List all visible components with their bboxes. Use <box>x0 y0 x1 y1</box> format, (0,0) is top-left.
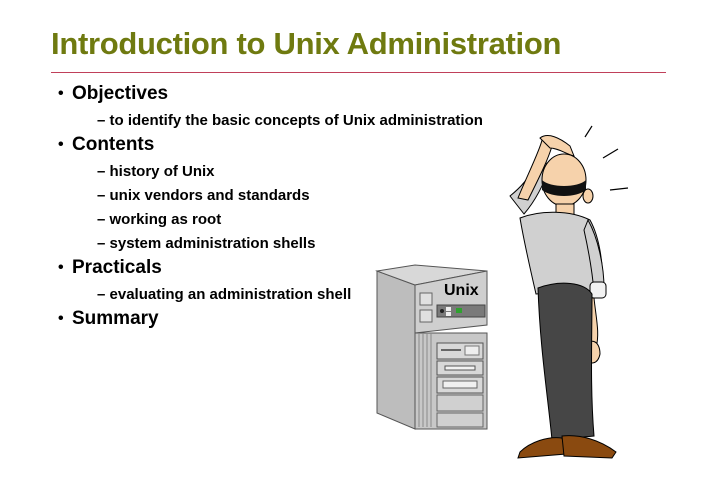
bullet-objectives: • Objectives <box>58 82 483 109</box>
bullet-label: Practicals <box>72 257 162 278</box>
bullet-practicals: • Practicals <box>58 256 483 283</box>
dash-icon: – <box>97 286 106 303</box>
bullet-summary: • Summary <box>58 307 483 334</box>
sub-bullet-text: system administration shells <box>109 235 316 252</box>
server-tower-icon <box>375 264 488 430</box>
sub-bullet-text: history of Unix <box>109 163 215 180</box>
bullet-icon: • <box>58 259 64 276</box>
sub-bullet: – evaluating an administration shell <box>58 283 483 307</box>
dash-icon: – <box>97 187 106 204</box>
sub-bullet-text: working as root <box>109 211 222 228</box>
title-divider <box>51 72 666 73</box>
dash-icon: – <box>97 235 106 252</box>
dash-icon: – <box>97 163 106 180</box>
dash-icon: – <box>97 211 106 228</box>
bullet-list: • Objectives – to identify the basic conc… <box>58 82 483 334</box>
bullet-contents: • Contents <box>58 133 483 160</box>
bullet-label: Objectives <box>72 83 169 104</box>
sub-bullet-text: unix vendors and standards <box>109 187 310 204</box>
sub-bullet: – unix vendors and standards <box>58 184 483 208</box>
sub-bullet-text: to identify the basic concepts of Unix a… <box>109 112 483 129</box>
bullet-label: Contents <box>72 134 155 155</box>
dash-icon: – <box>97 112 106 129</box>
bullet-icon: • <box>58 85 64 102</box>
sub-bullet-text: evaluating an administration shell <box>109 286 352 303</box>
sub-bullet: – system administration shells <box>58 232 483 256</box>
bullet-icon: • <box>58 136 64 153</box>
sub-bullet: – to identify the basic concepts of Unix… <box>58 109 483 133</box>
bullet-icon: • <box>58 310 64 327</box>
sub-bullet: – working as root <box>58 208 483 232</box>
confused-man-scratching-head-icon <box>509 125 629 459</box>
bullet-label: Summary <box>72 308 159 329</box>
slide-title: Introduction to Unix Administration <box>51 26 562 61</box>
server-label: Unix <box>444 282 479 299</box>
sub-bullet: – history of Unix <box>58 160 483 184</box>
